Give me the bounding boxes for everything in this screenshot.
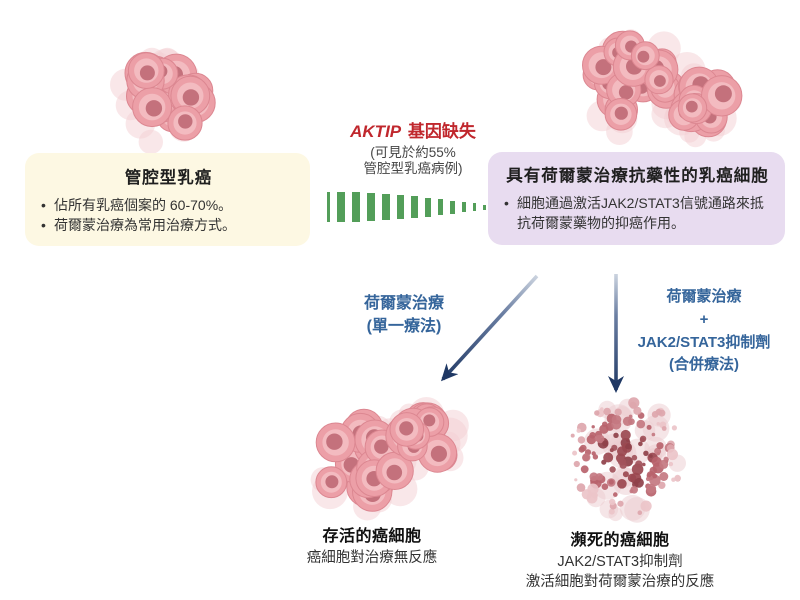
- green-arrow-bar: [382, 194, 390, 220]
- green-arrow-bar: [425, 197, 431, 217]
- combination-label-line1: 荷爾蒙治療: [666, 288, 742, 305]
- green-arrow-bar: [473, 203, 476, 211]
- green-arrow-bar: [352, 192, 360, 222]
- resistant-box-title: 具有荷爾蒙治療抗藥性的乳癌細胞: [506, 167, 769, 185]
- monotherapy-label-line1: 荷爾蒙治療: [363, 295, 444, 312]
- dying-cells-line1: JAK2/STAT3抑制劑: [557, 554, 683, 570]
- luminal-bullet-2: 荷爾蒙治療為常用治療方式。: [41, 215, 296, 236]
- aktip-label: AKTIP 基因缺失 (可見於約55% 管腔型乳癌病例): [322, 117, 504, 178]
- combination-label-line2: +: [699, 310, 709, 328]
- surviving-cells-caption: 存活的癌細胞 癌細胞對治療無反應: [262, 522, 482, 568]
- green-arrow-bar: [462, 202, 466, 212]
- luminal-bullet-1: 佔所有乳癌個案的 60-70%。: [41, 195, 296, 216]
- dying-cells-line2: 激活細胞對荷爾蒙治療的反應: [525, 574, 715, 590]
- aktip-subtitle-line1: (可見於約55%: [370, 145, 456, 160]
- aktip-loss-text: 基因缺失: [407, 122, 476, 141]
- dying-cells-caption: 瀕死的癌細胞 JAK2/STAT3抑制劑 激活細胞對荷爾蒙治療的反應: [485, 526, 755, 592]
- aktip-title: AKTIP 基因缺失: [322, 117, 504, 142]
- green-arrow-bar: [483, 204, 486, 210]
- aktip-gene-name: AKTIP: [350, 122, 402, 141]
- dying-cells-title: 瀕死的癌細胞: [570, 532, 670, 549]
- green-arrow-bar: [397, 195, 404, 219]
- combination-label-line4: (合併療法): [669, 356, 739, 374]
- green-arrow-bar: [438, 199, 443, 215]
- aktip-subtitle-line2: 管腔型乳癌病例): [363, 161, 463, 177]
- combination-therapy-label: 荷爾蒙治療 + JAK2/STAT3抑制劑 (合併療法): [623, 286, 785, 377]
- green-arrow-bar: [367, 193, 375, 221]
- green-arrow-bar: [450, 200, 455, 214]
- gene-loss-transition-arrow-icon: [327, 191, 497, 223]
- resistant-box: 具有荷爾蒙治療抗藥性的乳癌細胞 細胞通過激活JAK2/STAT3信號通路來抵抗荷…: [488, 152, 785, 245]
- green-arrow-bar: [327, 192, 330, 222]
- monotherapy-label: 荷爾蒙治療 (單一療法): [340, 293, 468, 338]
- luminal-box-title: 管腔型乳癌: [124, 169, 213, 187]
- monotherapy-label-line2: (單一療法): [366, 317, 442, 335]
- green-arrow-bar: [411, 196, 418, 218]
- green-arrow-bar: [337, 192, 345, 222]
- surviving-cells-line1: 癌細胞對治療無反應: [306, 550, 438, 566]
- surviving-cancer-cell-cluster: [310, 397, 469, 521]
- resistant-bullet-1: 細胞通過激活JAK2/STAT3信號通路來抵抗荷爾蒙藥物的抑癌作用。: [504, 193, 771, 234]
- luminal-cancer-cell-cluster: [110, 47, 216, 155]
- dying-cancer-cell-cluster: [570, 397, 686, 523]
- resistant-cancer-cell-cluster: [582, 29, 743, 148]
- surviving-cells-title: 存活的癌細胞: [322, 528, 422, 545]
- luminal-box: 管腔型乳癌 佔所有乳癌個案的 60-70%。 荷爾蒙治療為常用治療方式。: [25, 153, 310, 246]
- combination-label-line3: JAK2/STAT3抑制劑: [637, 333, 771, 351]
